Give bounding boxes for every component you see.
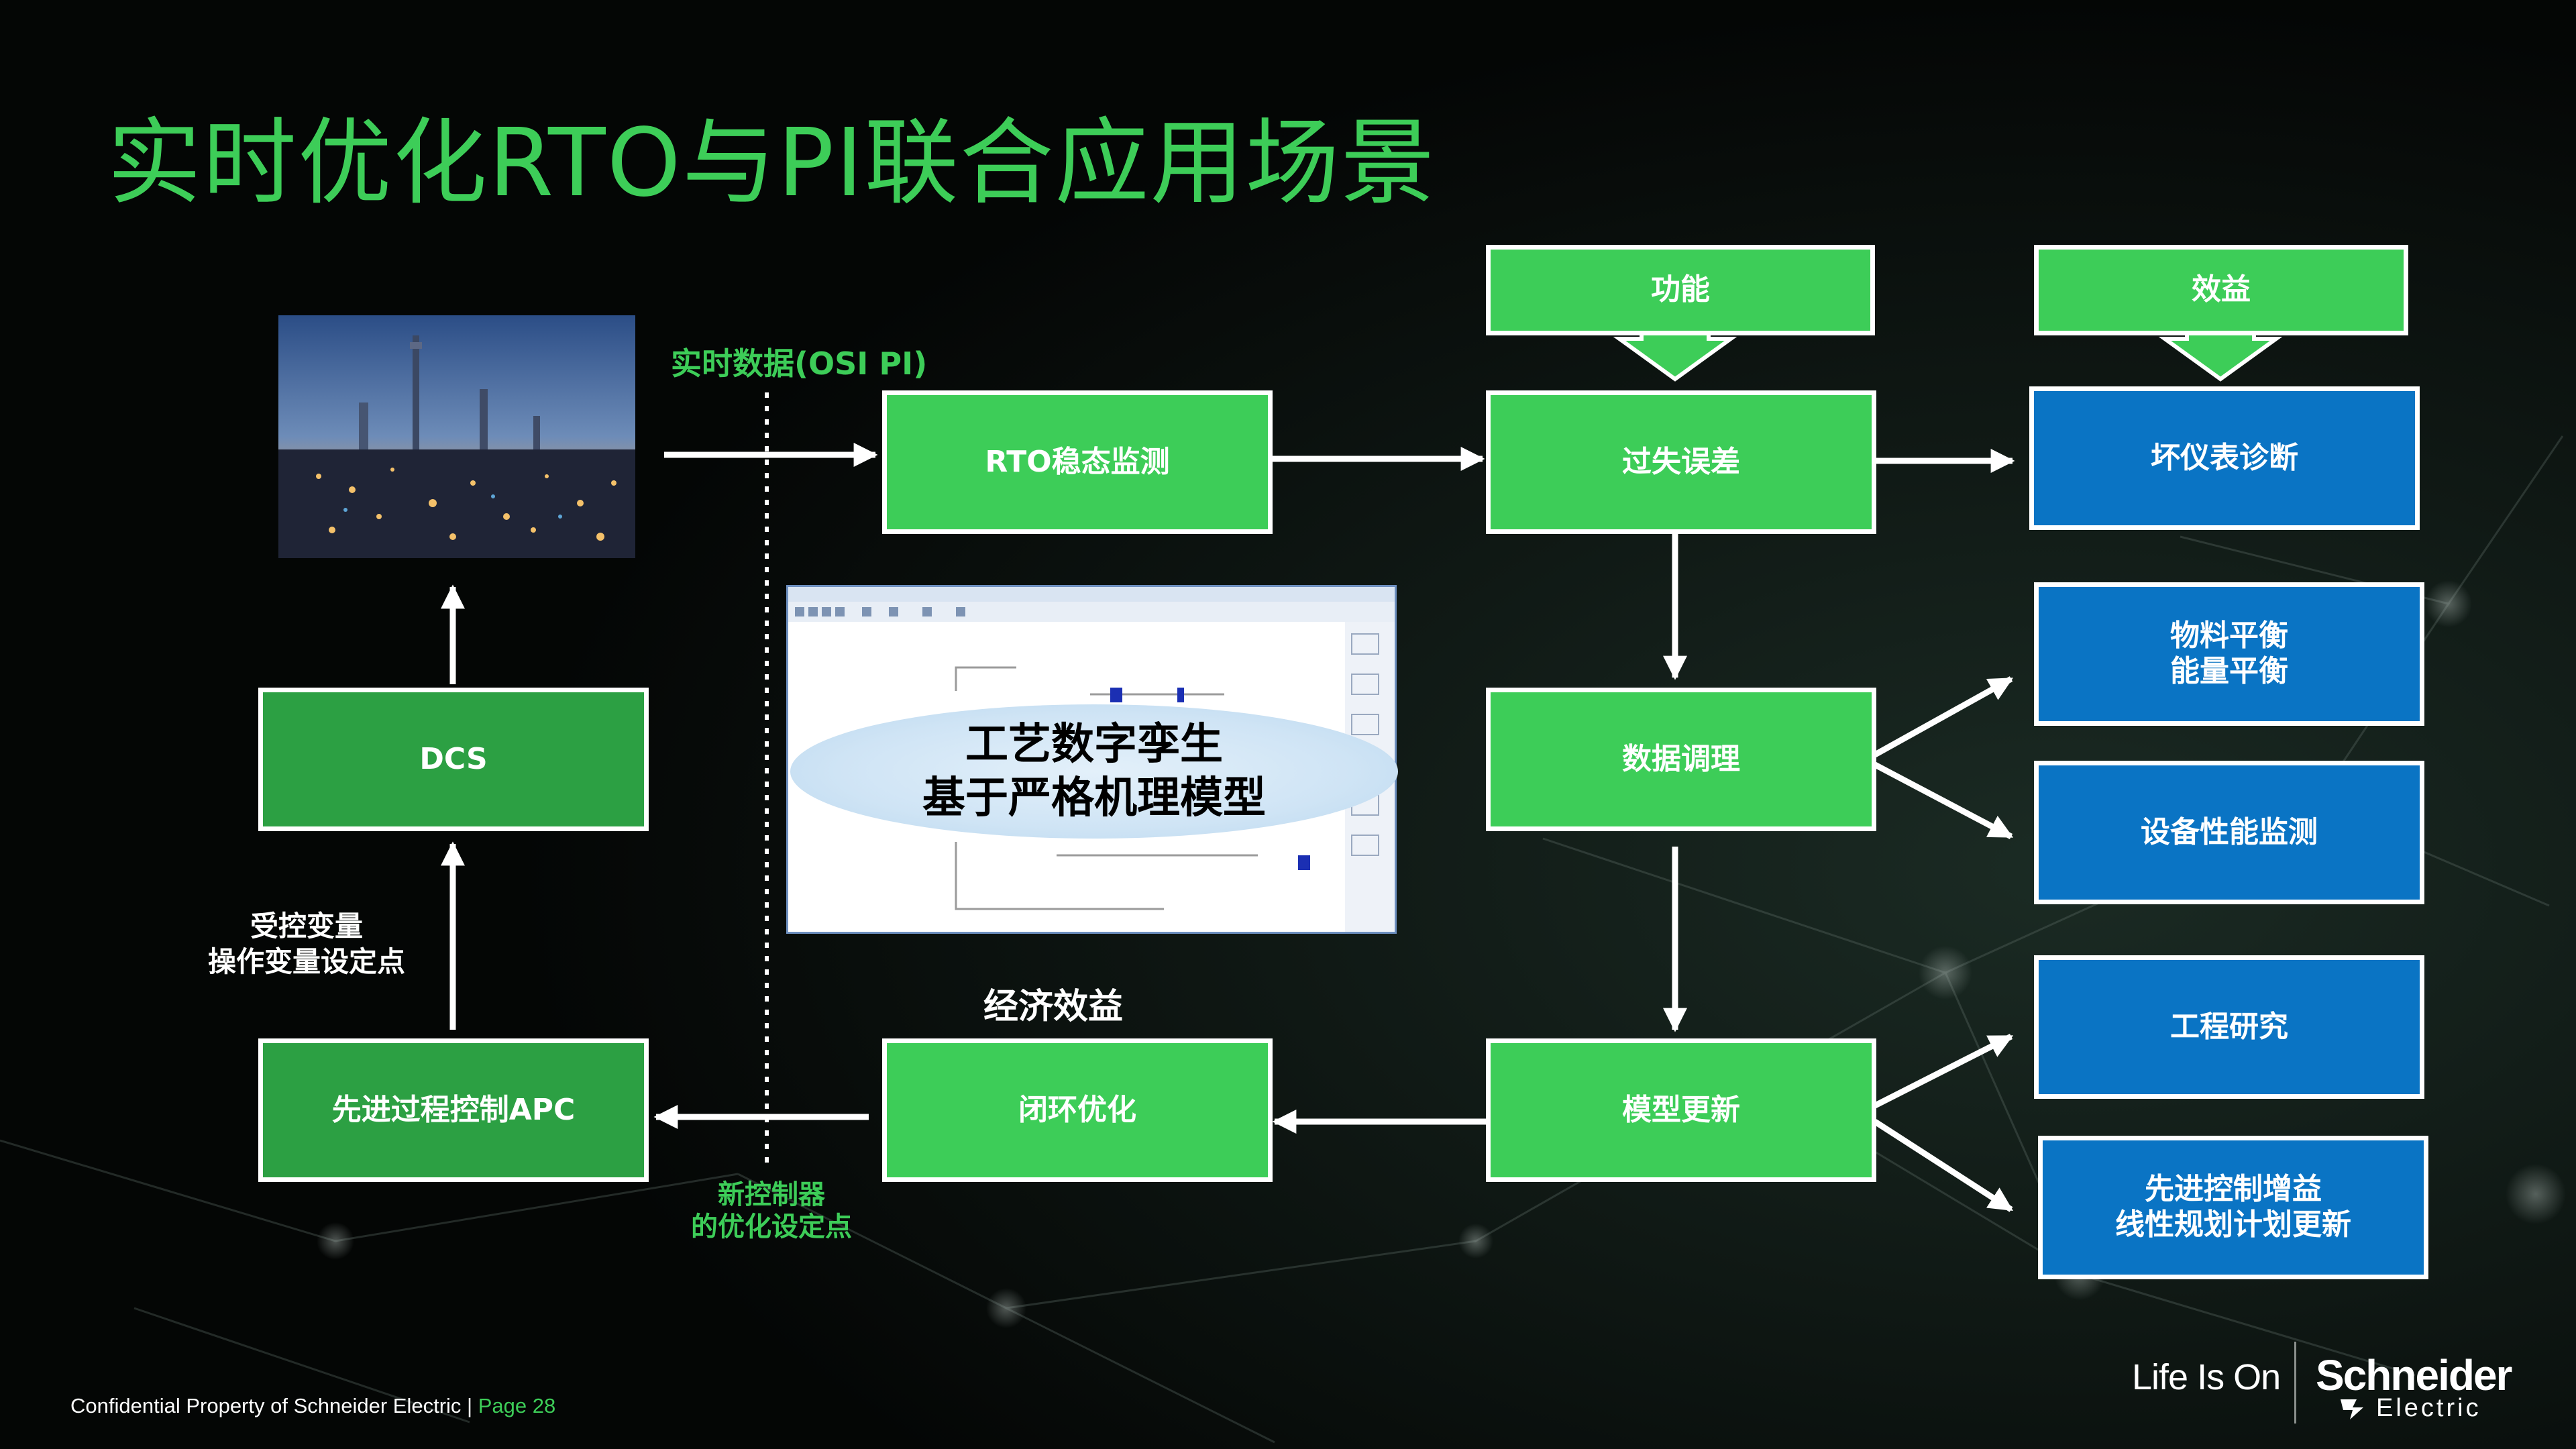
- gross-error-box: 过失误差: [1486, 390, 1876, 534]
- benefit-down-arrow: [2158, 330, 2283, 382]
- digital-twin-line1: 工艺数字孪生: [965, 720, 1223, 769]
- function-down-arrow: [1613, 330, 1737, 382]
- equipment-monitoring-box: 设备性能监测: [2034, 761, 2424, 904]
- footer-confidential-text: Confidential Property of Schneider Elect…: [70, 1394, 478, 1417]
- engineering-study-box: 工程研究: [2034, 955, 2424, 1099]
- life-is-on-tagline: Life Is On: [2132, 1357, 2281, 1397]
- controlled-vars-label: 受控变量 操作变量设定点: [208, 910, 406, 978]
- arrow-model-update-to-apc-gain: [1873, 1119, 2014, 1212]
- benefit-box: 效益: [2034, 245, 2408, 335]
- schneider-logo-mark: [2341, 1399, 2363, 1419]
- page-number: Page 28: [478, 1394, 556, 1417]
- bad-instrument-box: 坏仪表诊断: [2029, 386, 2420, 530]
- function-box: 功能: [1486, 245, 1875, 335]
- realtime-data-label: 实时数据(OSI PI): [671, 345, 928, 382]
- data-reconciliation-box: 数据调理: [1486, 688, 1876, 831]
- footer-confidential: Confidential Property of Schneider Elect…: [70, 1394, 555, 1418]
- apc-gain-update-box: 先进控制增益 线性规划计划更新: [2038, 1136, 2428, 1279]
- page-title: 实时优化RTO与PI联合应用场景: [107, 109, 1436, 218]
- dcs-box: DCS: [258, 688, 649, 831]
- digital-twin-callout: 工艺数字孪生 基于严格机理模型: [790, 704, 1398, 839]
- material-energy-balance-box: 物料平衡 能量平衡: [2034, 582, 2424, 726]
- plant-photo: [278, 315, 635, 558]
- arrow-reconciliation-to-equipment: [1873, 762, 2014, 839]
- digital-twin-line2: 基于严格机理模型: [922, 773, 1266, 823]
- arrow-reconciliation-to-balance: [1873, 676, 2014, 757]
- schneider-logo-text: Schneider: [2316, 1351, 2512, 1399]
- economic-benefit-label: 经济效益: [983, 987, 1124, 1027]
- closed-loop-box: 闭环优化: [882, 1038, 1273, 1182]
- rto-monitor-box: RTO稳态监测: [882, 390, 1273, 534]
- apc-box: 先进过程控制APC: [258, 1038, 649, 1182]
- new-controller-label: 新控制器 的优化设定点: [691, 1179, 852, 1242]
- model-update-box: 模型更新: [1486, 1038, 1876, 1182]
- schneider-logo-subtext: Electric: [2376, 1394, 2481, 1422]
- arrow-model-update-to-engineering: [1873, 1033, 2014, 1109]
- brand-divider: [2294, 1342, 2296, 1424]
